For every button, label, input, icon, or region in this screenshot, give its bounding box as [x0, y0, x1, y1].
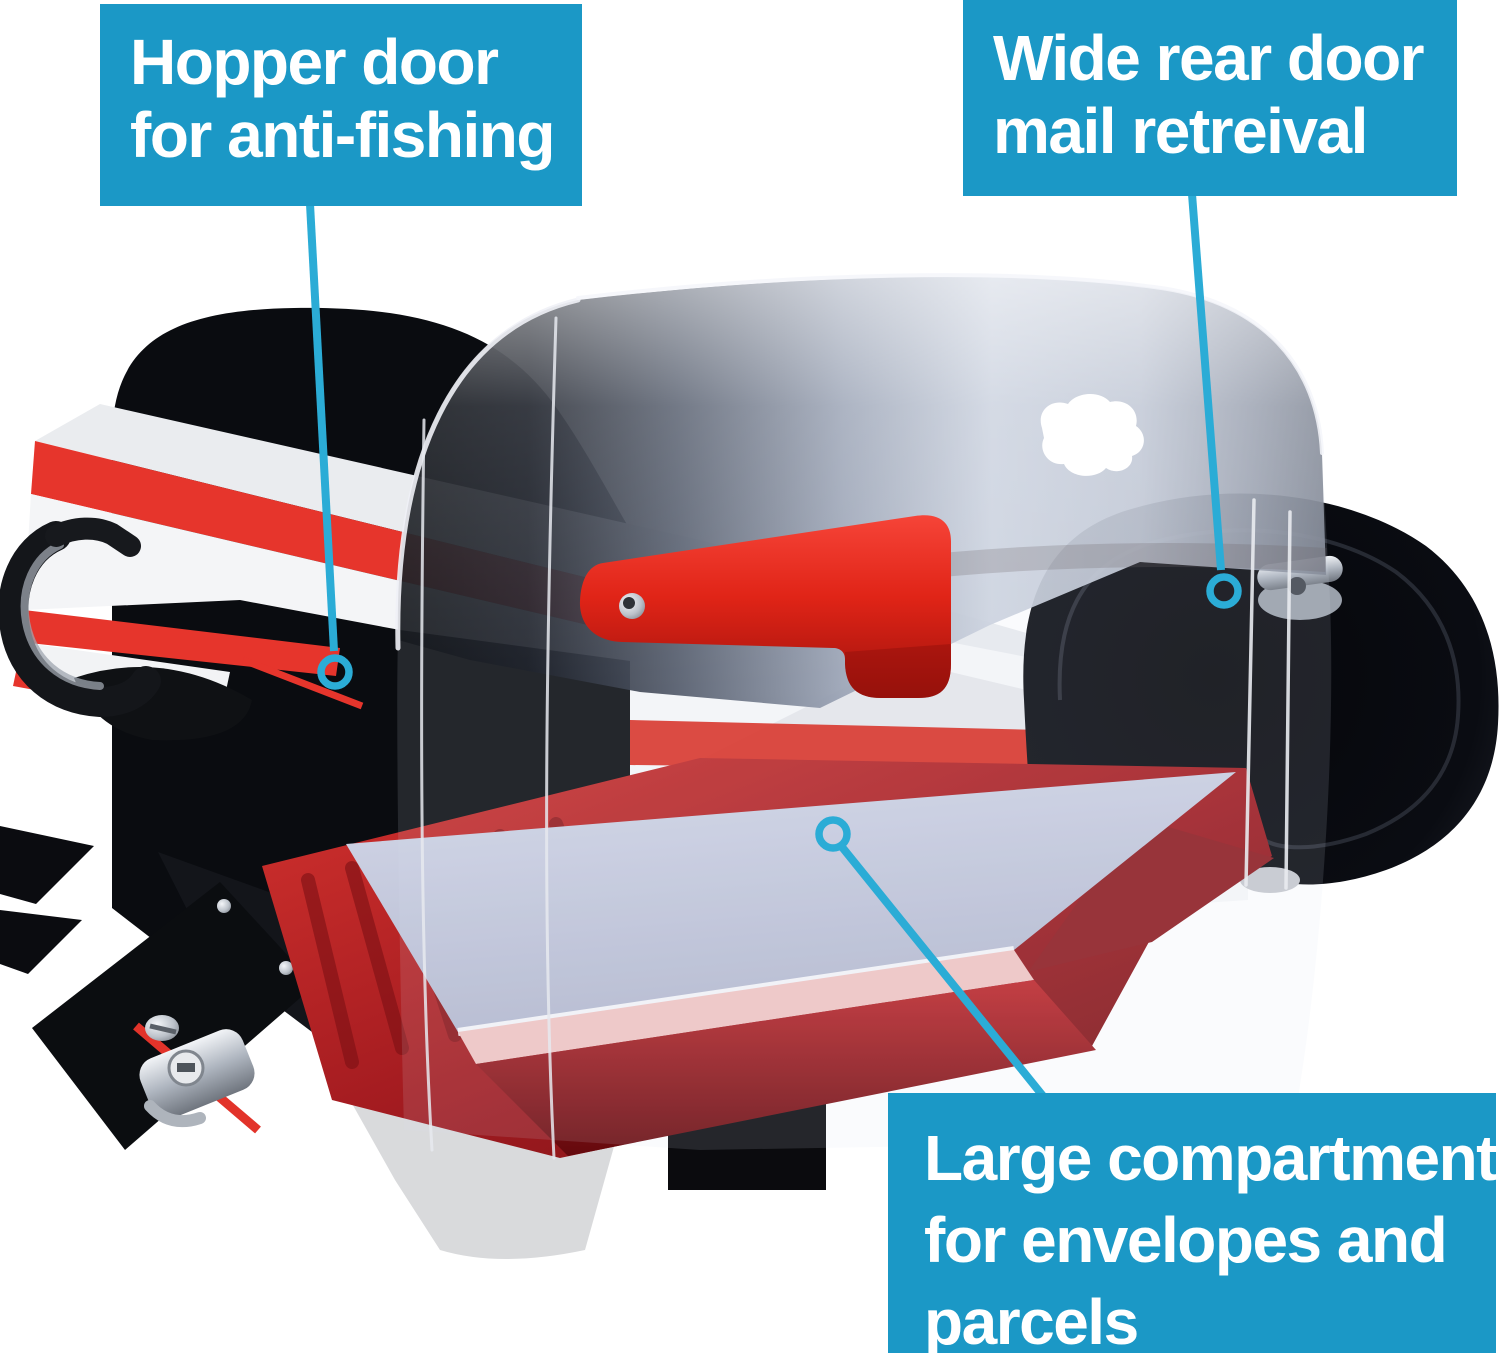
hopper-door-marker-ring [317, 654, 353, 690]
mailbox-flag [579, 515, 951, 698]
compartment-floor [262, 758, 1274, 1158]
door-hinge-fins [0, 826, 94, 974]
tray-front-rail [476, 980, 1096, 1156]
callout-compartment-line3: parcels [924, 1286, 1139, 1358]
leader-line-rear-door [1188, 193, 1225, 571]
dome-handle-cutout [1040, 393, 1144, 476]
leader-line-compartment [838, 844, 1047, 1099]
door-lock [139, 1015, 255, 1127]
callout-compartment-line2: for envelopes and [924, 1204, 1448, 1276]
callout-large-compartment: Large compartment for envelopes and parc… [888, 1093, 1497, 1358]
callout-rear-door-line1: Wide rear door [993, 22, 1425, 94]
callout-hopper-door-line2: for anti-fishing [130, 99, 555, 171]
floor-plate [346, 772, 1236, 1032]
callout-hopper-door-line1: Hopper door [130, 26, 499, 98]
callout-rear-door-line2: mail retreival [993, 95, 1368, 167]
glass-edges [395, 273, 1324, 1160]
front-handle [0, 517, 252, 741]
transparent-dome [395, 273, 1332, 1160]
callout-hopper-door: Hopper door for anti-fishing [100, 4, 582, 206]
callout-leaders [306, 193, 1242, 1099]
callout-compartment-line1: Large compartment [924, 1122, 1497, 1194]
hopper-door-edge [241, 656, 364, 710]
rear-door-marker-ring [1206, 573, 1242, 609]
front-locking-door [32, 852, 352, 1150]
compartment-marker-ring [815, 816, 851, 852]
leader-line-hopper [306, 203, 338, 652]
tray-rear-corner [1028, 818, 1274, 972]
callout-rear-door: Wide rear door mail retreival [963, 0, 1457, 196]
plate-pink-edge [458, 950, 1034, 1064]
